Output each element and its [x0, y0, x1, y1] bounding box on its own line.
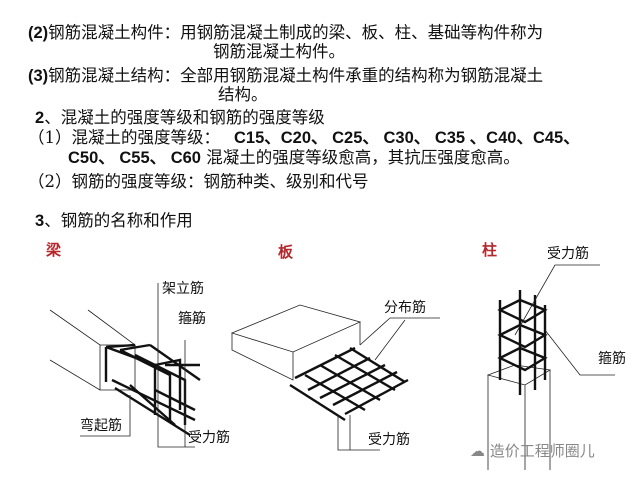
grades-list: C50、 C55、 C60 — [68, 149, 201, 167]
beam-label-main-bar: 受力筋 — [188, 430, 230, 446]
slab-title: 板 — [278, 243, 294, 261]
section-text: 、混凝土的强度等级和钢筋的强度等级 — [44, 108, 325, 127]
column-label-stirrup: 箍筋 — [598, 351, 626, 367]
item-text: 钢筋混凝土构件：用钢筋混凝土制成的梁、板、柱、基础等构件称为 — [48, 23, 544, 42]
item-text: 钢筋混凝土结构：全部用钢筋混凝土构件承重的结构称为钢筋混凝土 — [48, 66, 544, 85]
concrete-grades-line: （1）混凝土的强度等级： C15、C20、 C25、 C30、 C35 、C40、… — [28, 128, 580, 148]
wechat-icon: ☁ — [470, 442, 485, 460]
beam-title: 梁 — [46, 241, 62, 259]
item-3-cont: 结构。 — [218, 85, 268, 104]
slab-diagram — [230, 304, 440, 451]
steel-grades-line: （2）钢筋的强度等级：钢筋种类、级别和代号 — [28, 172, 369, 191]
grades-list: C15、C20、 C25、 C30、 C35 、C40、C45、 — [234, 129, 580, 147]
column-diagram — [486, 264, 615, 470]
item-number: (2) — [28, 24, 49, 42]
section-text: 、钢筋的名称和作用 — [44, 211, 193, 230]
beam-label-bent-bar: 弯起筋 — [80, 418, 122, 434]
section-3-heading: 3、钢筋的名称和作用 — [35, 211, 193, 231]
grades-note: 混凝土的强度等级愈高，其抗压强度愈高。 — [206, 148, 520, 167]
beam-label-erection-bar: 架立筋 — [162, 281, 204, 297]
item-2-cont: 钢筋混凝土构件。 — [213, 42, 345, 61]
item-3-line: (3)钢筋混凝土结构：全部用钢筋混凝土构件承重的结构称为钢筋混凝土 — [28, 66, 543, 86]
item-2-line: (2)钢筋混凝土构件：用钢筋混凝土制成的梁、板、柱、基础等构件称为 — [28, 23, 543, 43]
slab-label-distribution-bar: 分布筋 — [384, 300, 426, 316]
section-2-heading: 2、混凝土的强度等级和钢筋的强度等级 — [35, 108, 325, 128]
beam-diagram — [49, 283, 205, 448]
watermark-text: 造价工程师圈儿 — [489, 442, 595, 460]
section-number: 2 — [35, 109, 45, 127]
section-number: 3 — [35, 212, 45, 230]
column-title: 柱 — [482, 241, 498, 259]
slab-label-main-bar: 受力筋 — [368, 432, 410, 448]
grades-label: （1）混凝土的强度等级： — [28, 128, 220, 147]
concrete-grades-cont: C50、 C55、 C60 混凝土的强度等级愈高，其抗压强度愈高。 — [68, 148, 520, 168]
beam-label-stirrup: 箍筋 — [178, 311, 206, 327]
column-label-main-bar: 受力筋 — [547, 246, 589, 262]
watermark: ☁ 造价工程师圈儿 — [470, 440, 595, 461]
item-number: (3) — [28, 67, 49, 85]
